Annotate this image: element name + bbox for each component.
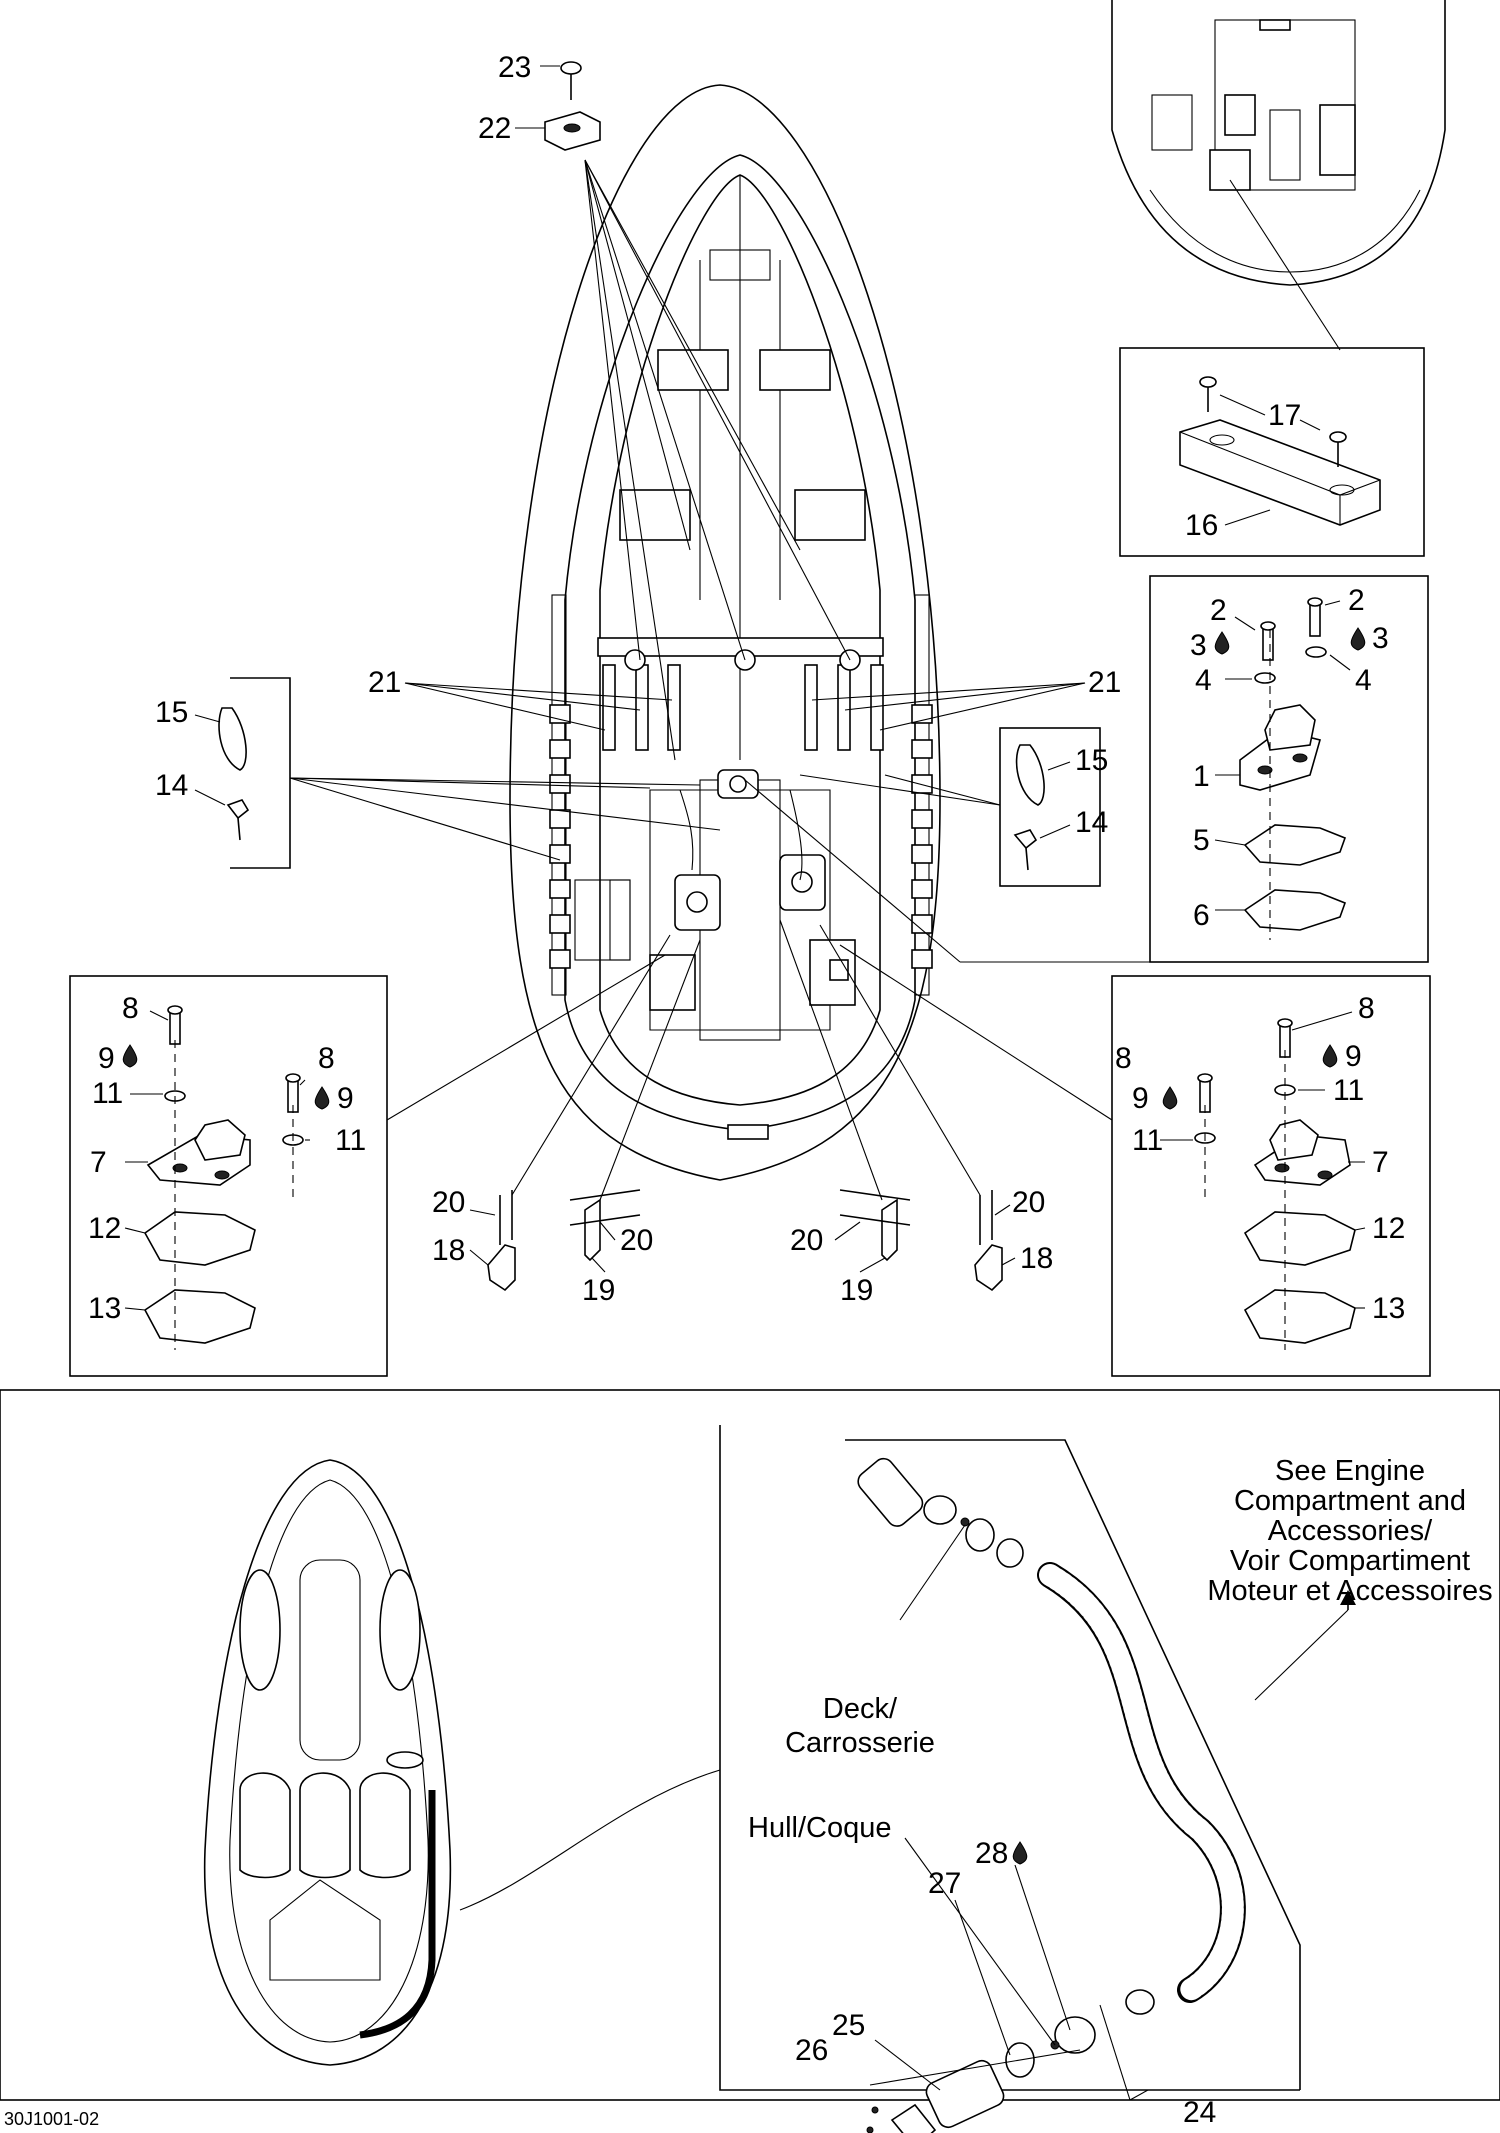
pad-21-b xyxy=(635,664,649,751)
callout-19: 19 xyxy=(582,1274,615,1307)
see-engine-note: Voir Compartiment xyxy=(1230,1545,1470,1577)
hull-label: Hull/Coque xyxy=(748,1812,891,1844)
brackets-18-20: 20 18 20 19 20 19 20 18 xyxy=(432,919,1053,1307)
callout-2: 2 xyxy=(1348,584,1365,617)
rail-slots-left xyxy=(549,704,571,969)
sealant-drop-icon xyxy=(122,1044,138,1068)
panel-7-13-left: 8 9 11 8 9 11 7 12 13 xyxy=(69,954,666,1377)
callout-8: 8 xyxy=(1358,992,1375,1025)
detail-box-1 xyxy=(1149,575,1429,963)
arrow-up-icon xyxy=(1340,1590,1356,1605)
callout-4: 4 xyxy=(1195,664,1212,697)
panel-7-13-right: 8 9 11 8 9 11 7 12 13 xyxy=(839,944,1431,1377)
callout-7: 7 xyxy=(90,1146,107,1179)
watercraft-overview xyxy=(203,1459,721,2066)
callout-13: 13 xyxy=(1372,1292,1405,1325)
sealant-drop-icon xyxy=(1214,631,1230,655)
callout-9: 9 xyxy=(1132,1082,1149,1115)
callout-21: 21 xyxy=(368,666,401,699)
callout-27: 27 xyxy=(928,1867,961,1900)
callouts-21: 21 21 xyxy=(368,666,1121,731)
callout-7: 7 xyxy=(1372,1146,1389,1179)
callout-1: 1 xyxy=(1193,760,1210,793)
callout-16: 16 xyxy=(1185,509,1218,542)
callout-28: 28 xyxy=(975,1837,1008,1870)
callout-9: 9 xyxy=(98,1042,115,1075)
callout-15: 15 xyxy=(155,696,188,729)
callout-11: 11 xyxy=(92,1077,123,1110)
callout-20: 20 xyxy=(432,1186,465,1219)
see-engine-note: Accessories/ xyxy=(1268,1515,1433,1547)
callout-8: 8 xyxy=(318,1042,335,1075)
callout-20: 20 xyxy=(620,1224,653,1257)
panel-16-17: 17 16 xyxy=(1119,347,1425,557)
callout-22: 22 xyxy=(478,112,511,145)
callout-18: 18 xyxy=(432,1234,465,1267)
callout-6: 6 xyxy=(1193,899,1210,932)
pad-21-a xyxy=(602,664,616,751)
sealant-drop-icon xyxy=(1350,627,1366,651)
pad-21-d xyxy=(804,664,818,751)
callout-17: 17 xyxy=(1268,399,1301,432)
callout-8: 8 xyxy=(122,992,139,1025)
see-engine-note: See Engine xyxy=(1275,1455,1425,1487)
drawing-code: 30J1001-02 xyxy=(4,2109,99,2129)
callout-26: 26 xyxy=(795,2034,828,2067)
rail-slots-right xyxy=(911,704,933,969)
vent-hose-route xyxy=(359,1790,436,2039)
callout-21: 21 xyxy=(1088,666,1121,699)
callout-11: 11 xyxy=(1132,1124,1163,1157)
callout-9: 9 xyxy=(337,1082,354,1115)
deck-label: Carrosserie xyxy=(785,1727,935,1759)
detail-box-7-right xyxy=(1111,975,1431,1377)
callout-5: 5 xyxy=(1193,824,1210,857)
callout-19: 19 xyxy=(840,1274,873,1307)
callout-23: 23 xyxy=(498,51,531,84)
inset-rear-view xyxy=(1111,0,1446,351)
see-engine-note: Compartment and xyxy=(1234,1485,1466,1517)
callout-3: 3 xyxy=(1372,622,1389,655)
callout-12: 12 xyxy=(1372,1212,1405,1245)
callout-20: 20 xyxy=(1012,1186,1045,1219)
bottom-section-frame xyxy=(0,1389,1500,2101)
callout-25: 25 xyxy=(832,2009,865,2042)
panel-14-15-right: 15 14 xyxy=(799,727,1108,887)
sealant-drop-icon xyxy=(314,1086,330,1110)
detail-box-16 xyxy=(1119,347,1425,557)
callout-9: 9 xyxy=(1345,1040,1362,1073)
callout-2: 2 xyxy=(1210,594,1227,627)
sealant-drop-icon xyxy=(1162,1086,1178,1110)
deck-label: Deck/ xyxy=(823,1693,898,1725)
callout-3: 3 xyxy=(1190,629,1207,662)
pad-21-f xyxy=(870,664,884,751)
panel-1-6: 2 2 3 3 4 4 1 5 6 xyxy=(744,575,1429,963)
callout-14: 14 xyxy=(1075,806,1108,839)
sealant-drop-icon xyxy=(1012,1841,1028,1865)
sealant-drop-icon xyxy=(1322,1044,1338,1068)
callout-11: 11 xyxy=(1333,1074,1364,1107)
callout-24: 24 xyxy=(1183,2096,1216,2129)
callout-13: 13 xyxy=(88,1292,121,1325)
see-engine-note: Moteur et Accessoires xyxy=(1207,1575,1492,1607)
callout-20: 20 xyxy=(790,1224,823,1257)
hull-top-view xyxy=(509,84,941,1181)
callout-11: 11 xyxy=(335,1124,366,1157)
callout-18: 18 xyxy=(1020,1242,1053,1275)
callout-12: 12 xyxy=(88,1212,121,1245)
detail-box-7-left xyxy=(69,975,388,1377)
part-22-23: 23 22 xyxy=(478,51,851,761)
pad-21-e xyxy=(837,664,851,751)
callout-8: 8 xyxy=(1115,1042,1132,1075)
pad-21-c xyxy=(667,664,681,751)
vent-hose-detail: 24 25 26 27 28 Deck/ Carrosserie Hull/Co… xyxy=(719,1425,1493,2133)
callout-14: 14 xyxy=(155,769,188,802)
callout-15: 15 xyxy=(1075,744,1108,777)
panel-14-15-left: 15 14 xyxy=(155,677,721,869)
callout-4: 4 xyxy=(1355,664,1372,697)
